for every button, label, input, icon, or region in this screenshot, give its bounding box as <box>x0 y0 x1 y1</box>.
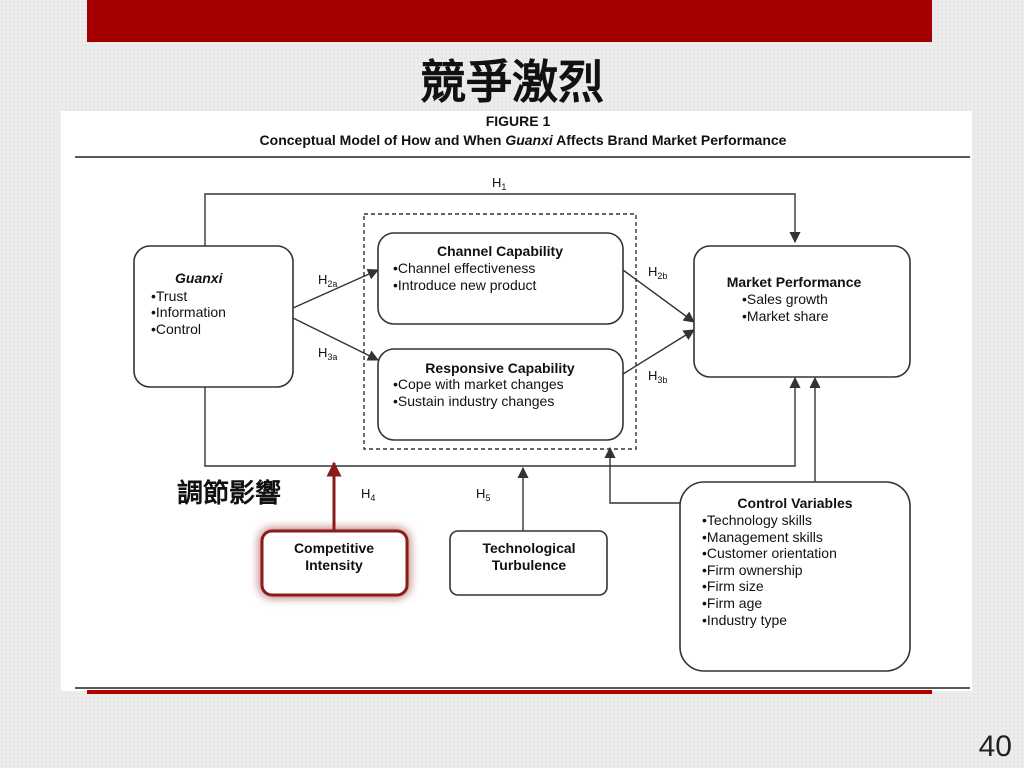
moderation-annotation: 調節影響 <box>177 478 281 509</box>
page-number: 40 <box>978 730 1012 763</box>
h2a-arrow <box>292 269 380 309</box>
h3b-arrow <box>622 329 695 375</box>
technological-turbulence-line2: Turbulence <box>492 557 567 573</box>
guanxi-item: •Control <box>151 321 201 337</box>
control-item: •Firm age <box>702 595 762 611</box>
channel-item: •Introduce new product <box>393 277 537 293</box>
h2a-label: H2a <box>318 272 337 289</box>
guanxi-item: •Trust <box>151 288 187 304</box>
responsive-item: •Cope with market changes <box>393 376 564 392</box>
technological-turbulence-line1: Technological <box>482 540 575 556</box>
bottom-accent-line <box>87 690 932 694</box>
market-item: •Market share <box>742 308 829 324</box>
h4-label: H4 <box>361 486 375 503</box>
channel-capability-box <box>377 232 624 325</box>
control-item: •Management skills <box>702 529 823 545</box>
guanxi-box <box>133 245 294 388</box>
figure-label: FIGURE 1 <box>486 113 551 129</box>
h1-label: H1 <box>492 175 506 192</box>
slide-title: 競爭激烈 <box>420 55 604 109</box>
control-item: •Firm size <box>702 578 764 594</box>
market-performance-title: Market Performance <box>727 274 862 290</box>
technological-turbulence-box <box>449 530 608 596</box>
responsive-item: •Sustain industry changes <box>393 393 554 409</box>
competitive-intensity-box <box>260 529 409 597</box>
h2b-arrow <box>622 269 695 323</box>
control-item: •Industry type <box>702 612 787 628</box>
guanxi-title: Guanxi <box>175 270 224 286</box>
h2b-label: H2b <box>648 264 667 281</box>
responsive-capability-box <box>377 348 624 441</box>
h5-label: H5 <box>476 486 490 503</box>
h3a-label: H3a <box>318 345 337 362</box>
market-item: •Sales growth <box>742 291 828 307</box>
top-accent-bar <box>87 0 932 42</box>
control-variables-title: Control Variables <box>737 495 852 511</box>
market-performance-box <box>693 245 911 378</box>
h1-path <box>204 193 801 246</box>
moderation-path <box>204 376 801 467</box>
guanxi-item: •Information <box>151 304 226 320</box>
control-to-capabilities-arrow <box>604 446 680 504</box>
responsive-capability-title: Responsive Capability <box>425 360 575 376</box>
h3b-label: H3b <box>648 368 667 385</box>
figure-caption: Conceptual Model of How and When Guanxi … <box>260 132 787 148</box>
capabilities-group <box>363 213 637 450</box>
control-item: •Firm ownership <box>702 562 803 578</box>
control-variables-box <box>679 481 911 672</box>
competitive-intensity-line1: Competitive <box>294 540 374 556</box>
control-item: •Customer orientation <box>702 545 837 561</box>
competitive-intensity-line2: Intensity <box>305 557 363 573</box>
channel-item: •Channel effectiveness <box>393 260 535 276</box>
channel-capability-title: Channel Capability <box>437 243 563 259</box>
control-item: •Technology skills <box>702 512 812 528</box>
